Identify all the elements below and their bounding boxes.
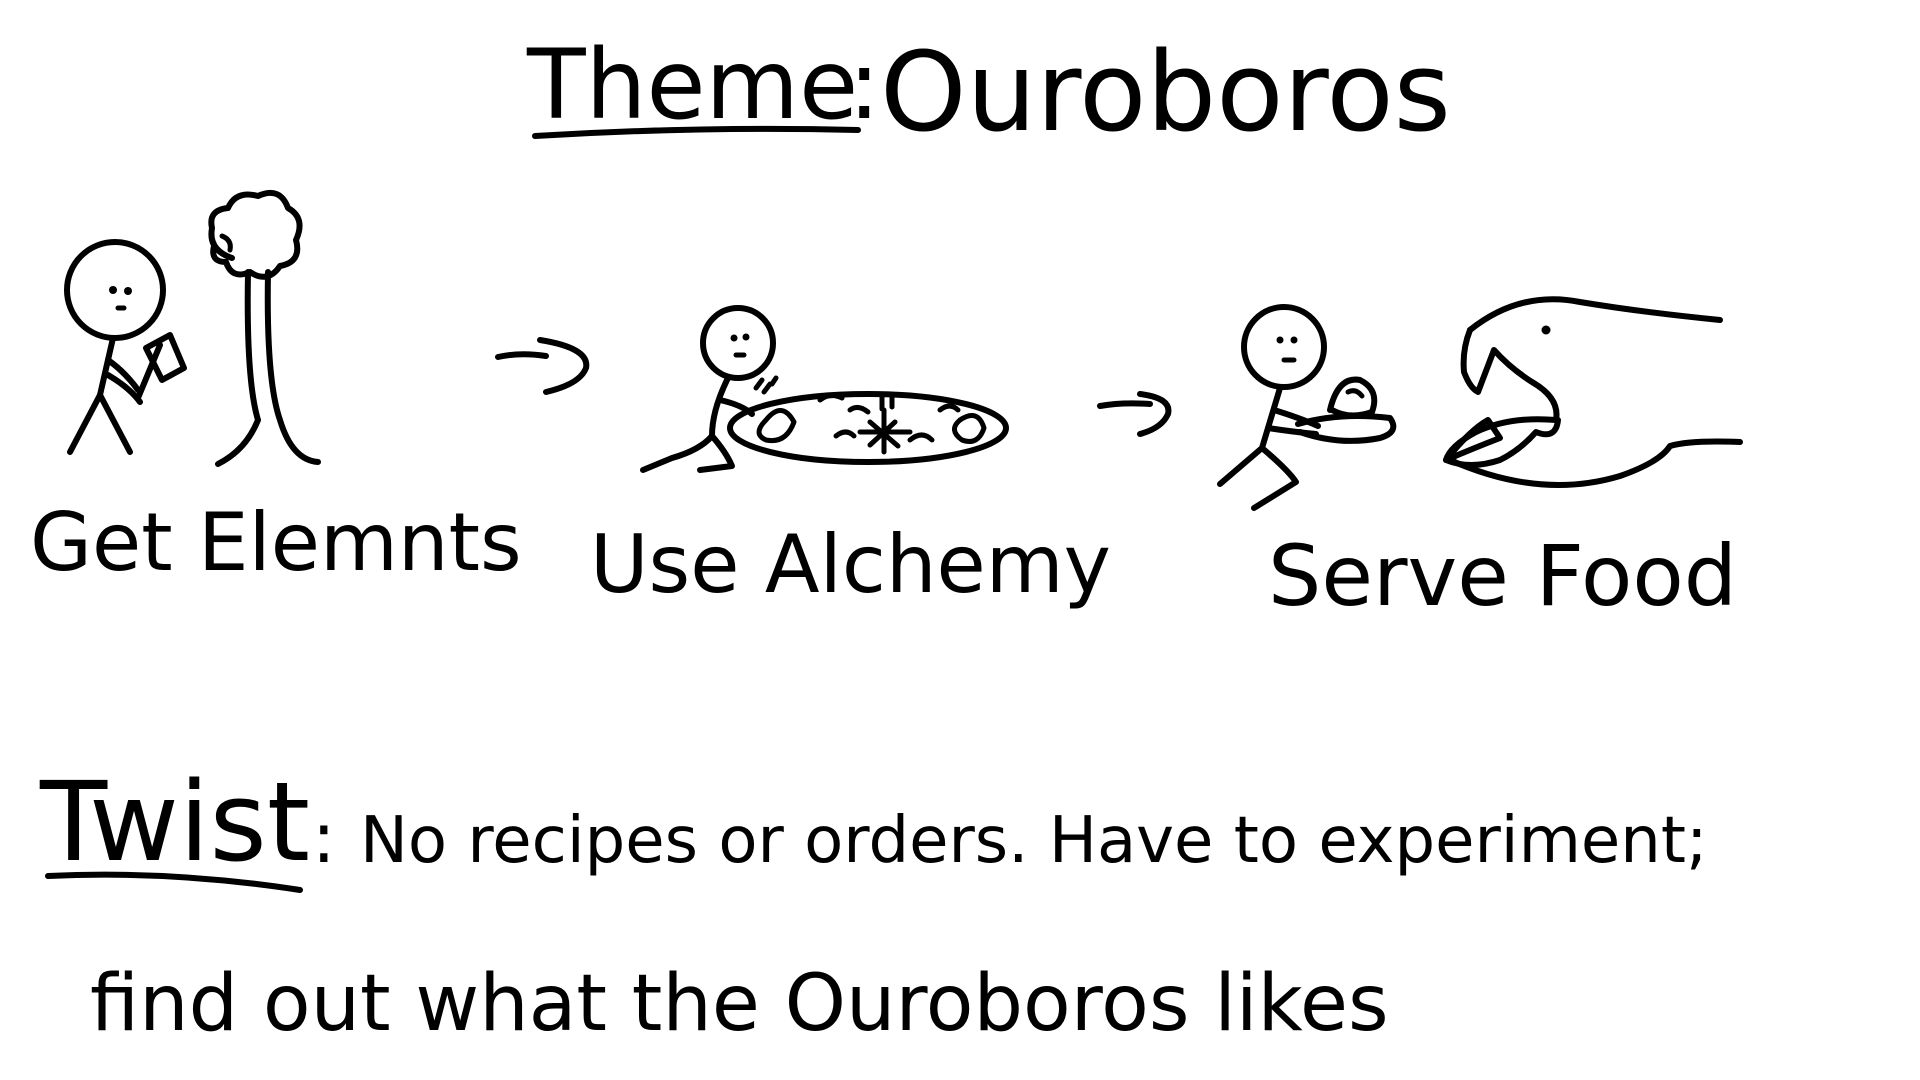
step-use-alchemy: Use Alchemy (590, 305, 1111, 611)
arrow-right-icon (495, 337, 590, 395)
twist-label: Twist (39, 758, 310, 886)
twist-line-2: find out what the Ouroboros likes (90, 959, 1389, 1049)
step-get-elements: Get Elemnts (30, 190, 522, 589)
title-underline (532, 125, 861, 139)
stick-figure-serving-food-to-serpent-icon (1217, 296, 1743, 511)
twist-section: Twist : No recipes or orders. Have to ex… (39, 758, 1708, 1049)
step-serve-food: Serve Food (1217, 296, 1743, 625)
step-label: Use Alchemy (590, 518, 1111, 611)
theme-label: Theme (526, 29, 858, 141)
title: Theme : Ouroboros (526, 28, 1451, 156)
step-label: Get Elemnts (30, 496, 522, 589)
stick-figure-with-alchemy-pot-icon (640, 305, 1009, 473)
theme-colon: : (848, 29, 880, 141)
step-label: Serve Food (1268, 527, 1737, 625)
arrow-right-icon (1097, 391, 1172, 437)
twist-colon: : (312, 797, 336, 879)
twist-line-1: No recipes or orders. Have to experiment… (360, 804, 1708, 878)
twist-underline (45, 871, 303, 893)
stick-figure-with-axe-and-tree-icon (64, 190, 321, 467)
theme-value: Ouroboros (880, 28, 1451, 156)
